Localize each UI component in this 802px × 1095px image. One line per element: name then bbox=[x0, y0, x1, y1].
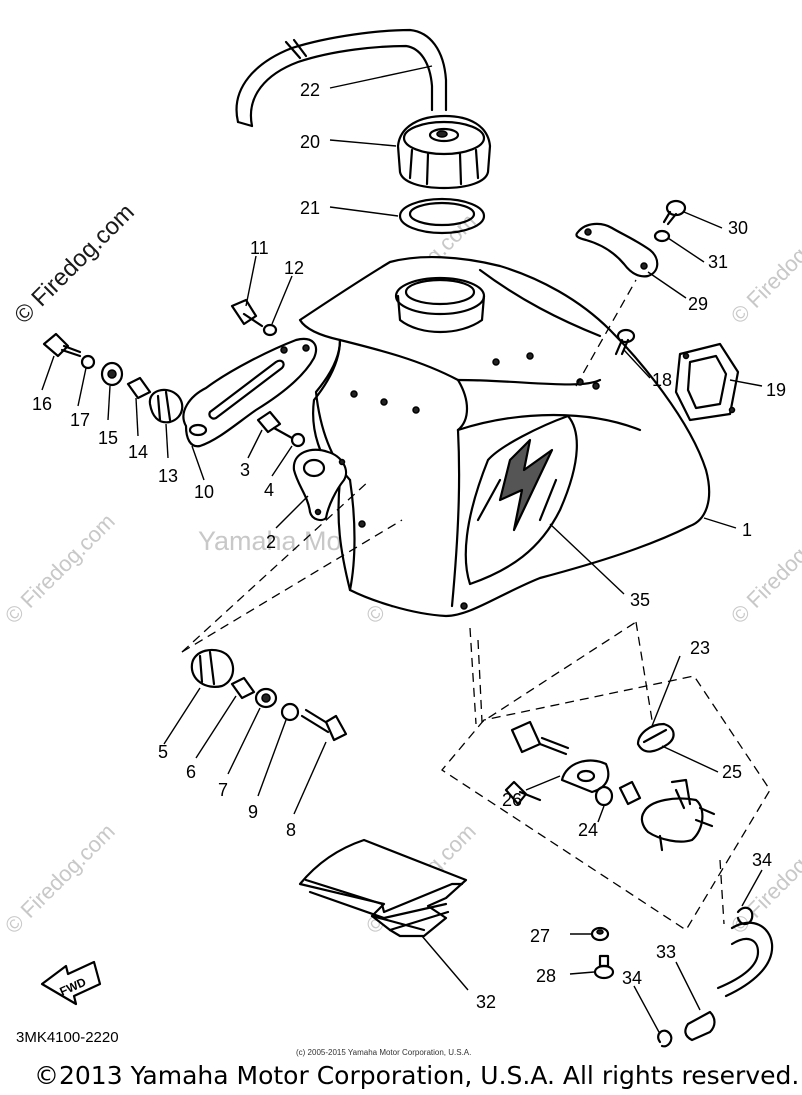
callout-32: 32 bbox=[476, 992, 496, 1012]
bracket-2 bbox=[292, 448, 348, 522]
screw-18 bbox=[614, 328, 636, 356]
washer-7 bbox=[254, 687, 278, 709]
bolt-8 bbox=[300, 708, 348, 742]
callout-10: 10 bbox=[194, 482, 214, 502]
washer-4 bbox=[290, 432, 306, 448]
cap-gasket bbox=[398, 197, 486, 235]
fuel-tank bbox=[298, 256, 711, 618]
diagram-code: 3MK4100-2220 bbox=[16, 1029, 119, 1046]
breather-hose bbox=[235, 28, 448, 128]
callout-21: 21 bbox=[300, 198, 320, 218]
callout-3: 3 bbox=[240, 460, 250, 480]
hose-clip-34 bbox=[657, 906, 754, 1048]
bracket-29 bbox=[575, 222, 659, 278]
callout-1: 1 bbox=[742, 520, 752, 540]
copyright-notice: ©2013 Yamaha Motor Corporation, U.S.A. A… bbox=[34, 1061, 799, 1090]
watermark-firedog-right-low: © Firedog.com bbox=[726, 819, 802, 939]
washer-31 bbox=[653, 229, 671, 243]
drain-27 bbox=[590, 926, 610, 942]
callout-12: 12 bbox=[284, 258, 304, 278]
callout-17: 17 bbox=[70, 410, 90, 430]
callout-34-lower: 34 bbox=[622, 968, 642, 988]
callout-34-upper: 34 bbox=[752, 850, 772, 870]
watermark-firedog-right-mid: © Firedog.com bbox=[726, 509, 802, 629]
callout-14: 14 bbox=[128, 442, 148, 462]
plate-19 bbox=[674, 342, 740, 422]
source-credit: (c) 2005-2015 Yamaha Motor Corporation, … bbox=[296, 1048, 471, 1057]
collar-15 bbox=[100, 361, 124, 387]
grommet-13 bbox=[148, 388, 184, 424]
callout-29: 29 bbox=[688, 294, 708, 314]
screw-28 bbox=[593, 954, 615, 980]
petcock-assembly bbox=[504, 720, 716, 852]
leader-lines bbox=[41, 65, 763, 1035]
callout-13: 13 bbox=[158, 466, 178, 486]
tank-pad-32 bbox=[298, 838, 468, 938]
watermark-firedog-left-low: © Firedog.com bbox=[0, 819, 120, 939]
callout-11: 11 bbox=[250, 238, 269, 258]
callout-16: 16 bbox=[32, 394, 52, 414]
callout-15: 15 bbox=[98, 428, 118, 448]
callout-33: 33 bbox=[656, 942, 676, 962]
callout-4: 4 bbox=[264, 480, 274, 500]
tank-decal bbox=[464, 414, 578, 586]
bolt-11 bbox=[230, 298, 264, 328]
washer-9 bbox=[280, 702, 300, 722]
watermark-firedog-left-top: © Firedog.com bbox=[9, 199, 140, 330]
watermark-firedog-left-mid: © Firedog.com bbox=[0, 509, 120, 629]
callout-8: 8 bbox=[286, 820, 296, 840]
callout-9: 9 bbox=[248, 802, 258, 822]
callout-35: 35 bbox=[630, 590, 650, 610]
callout-30: 30 bbox=[728, 218, 748, 238]
screw-30 bbox=[662, 199, 687, 226]
collar-6 bbox=[230, 676, 256, 700]
callout-28: 28 bbox=[536, 966, 556, 986]
callout-20: 20 bbox=[300, 132, 320, 152]
grommet-5 bbox=[190, 648, 235, 688]
callout-2: 2 bbox=[266, 532, 276, 552]
fuel-hose-33 bbox=[684, 921, 774, 1042]
callout-18: 18 bbox=[652, 370, 672, 390]
callout-labels: 22 20 21 11 12 16 17 15 14 13 10 3 4 2 1… bbox=[32, 80, 786, 1012]
fwd-arrow: FWD bbox=[40, 960, 102, 1006]
mount-bracket bbox=[182, 337, 318, 448]
callout-31: 31 bbox=[708, 252, 728, 272]
bolt-16 bbox=[42, 332, 82, 358]
callout-19: 19 bbox=[766, 380, 786, 400]
callout-26: 26 bbox=[502, 790, 522, 810]
callout-7: 7 bbox=[218, 780, 228, 800]
bolt-3 bbox=[256, 410, 294, 440]
fuel-cap bbox=[396, 114, 492, 190]
spacer-14 bbox=[126, 376, 152, 400]
callout-23: 23 bbox=[690, 638, 710, 658]
callout-5: 5 bbox=[158, 742, 168, 762]
washer-17 bbox=[80, 354, 96, 370]
reference-lines bbox=[181, 279, 771, 931]
callout-6: 6 bbox=[186, 762, 196, 782]
callout-24: 24 bbox=[578, 820, 598, 840]
callout-25: 25 bbox=[722, 762, 742, 782]
washer-12 bbox=[262, 323, 278, 337]
callout-22: 22 bbox=[300, 80, 320, 100]
callout-27: 27 bbox=[530, 926, 550, 946]
